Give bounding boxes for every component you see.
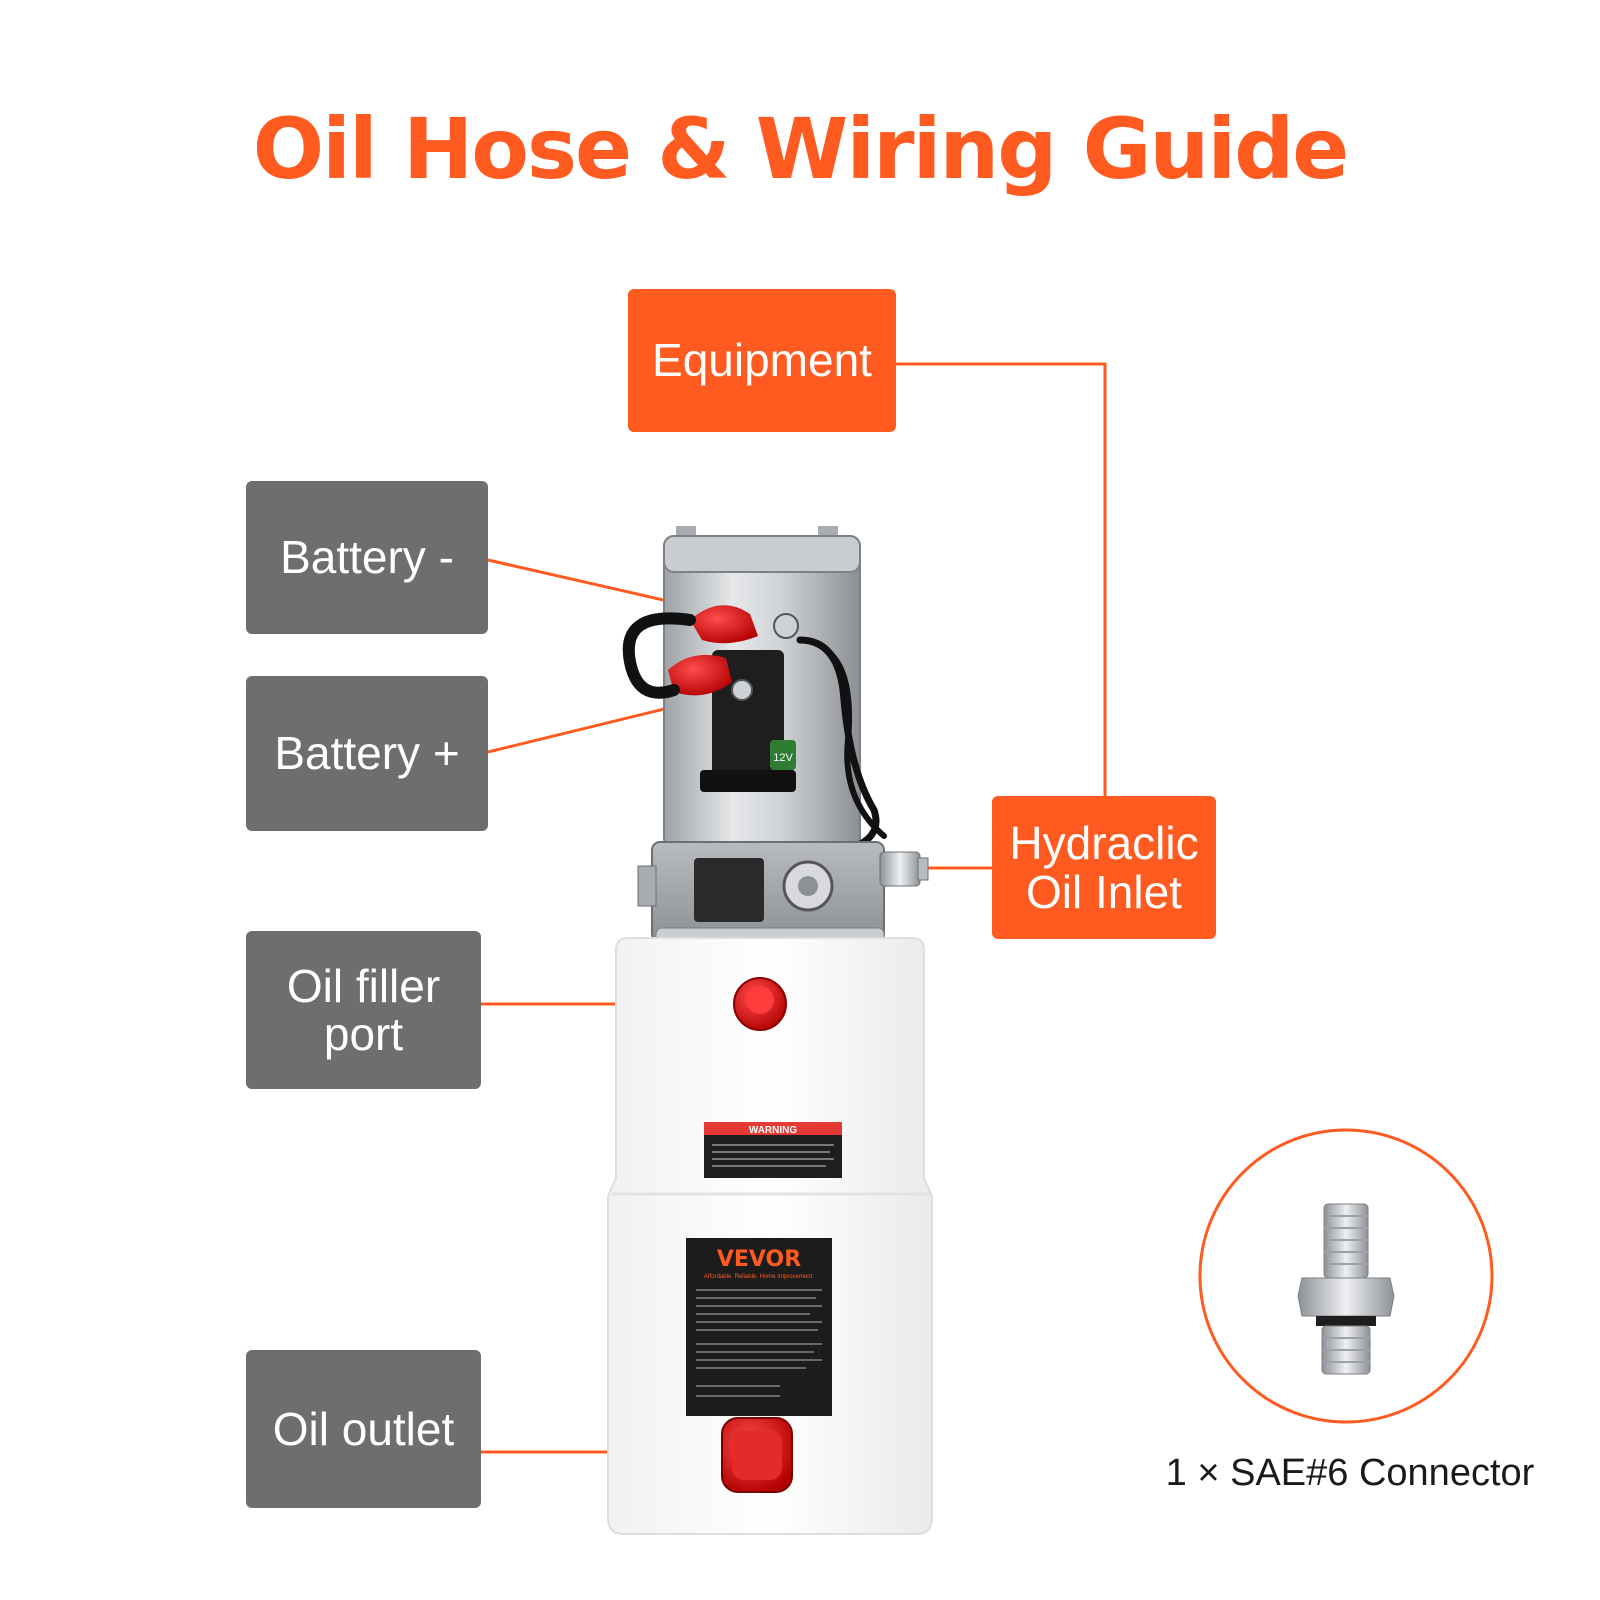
oil-tank: WARNING VEVOR Affordable. Reliable. Home… <box>607 937 933 1535</box>
valve-block <box>637 841 929 943</box>
equipment-line <box>896 362 1107 796</box>
label-equipment-text: Equipment <box>652 334 872 387</box>
label-oil-outlet-text: Oil outlet <box>272 1402 455 1455</box>
sae6-connector-illustration <box>1198 1128 1494 1424</box>
label-oil-filler-port-line1: Oil filler <box>286 959 441 1012</box>
label-battery-negative: Battery - <box>246 481 488 634</box>
motor: 12V <box>622 526 887 914</box>
label-oil-outlet: Oil outlet <box>246 1350 481 1508</box>
label-equipment: Equipment <box>628 289 896 432</box>
label-hydraulic-oil-inlet: Hydraclic Oil Inlet <box>992 796 1216 939</box>
connector-caption: 1 × SAE#6 Connector <box>1165 1452 1535 1494</box>
label-hydraulic-oil-inlet-line2: Oil Inlet <box>1026 865 1182 918</box>
label-battery-negative-text: Battery - <box>280 531 454 584</box>
label-hydraulic-oil-inlet-line1: Hydraclic <box>1009 817 1199 870</box>
page-title: Oil Hose & Wiring Guide <box>252 100 1349 198</box>
brand-tagline: Affordable. Reliable. Home Improvement. <box>704 1274 814 1280</box>
warning-sticker-title: WARNING <box>749 1125 798 1136</box>
label-battery-positive: Battery + <box>246 676 488 831</box>
label-oil-filler-port-line2: port <box>323 1008 404 1060</box>
label-battery-positive-text: Battery + <box>274 727 460 780</box>
label-oil-filler-port: Oil filler port <box>246 931 481 1089</box>
brand-plate: VEVOR <box>717 1247 801 1272</box>
svg-text:12V: 12V <box>773 752 793 764</box>
